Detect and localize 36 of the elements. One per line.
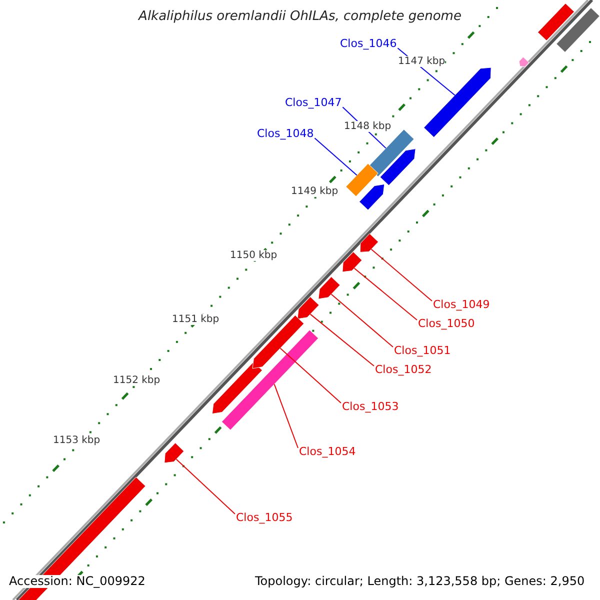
gene-label: Clos_1054	[299, 446, 356, 458]
scale-label: 1147 kbp	[398, 56, 446, 67]
gene-label: Clos_1052	[375, 364, 432, 376]
gene-feature	[360, 233, 379, 252]
scale-label: 1148 kbp	[344, 121, 392, 132]
gene-label: Clos_1047	[285, 97, 342, 110]
title: Alkaliphilus oremlandii OhILAs, complete genome	[137, 10, 462, 24]
genome-info-text: Topology: circular; Length: 3,123,558 bp; Genes: 2,950	[255, 575, 585, 588]
gene-bar	[346, 163, 378, 197]
gene-label: Clos_1046	[340, 38, 397, 50]
leader-line	[176, 458, 236, 514]
gene-label: Clos_1048	[257, 128, 314, 140]
gene-bar	[221, 330, 319, 430]
accession-text: Accession: NC_009922	[9, 575, 146, 588]
gene-feature	[318, 276, 340, 300]
leader-line	[310, 314, 374, 366]
gene-feature	[342, 252, 362, 272]
gene-label: Clos_1051	[394, 345, 451, 358]
gene-label: Clos_1049	[433, 299, 490, 312]
gene-label: Clos_1055	[236, 512, 293, 524]
gene-feature	[252, 315, 304, 369]
scale-label: 1153 kbp	[53, 435, 100, 446]
gene-feature	[164, 442, 184, 464]
leader-line	[354, 268, 418, 320]
leader-line	[330, 294, 394, 348]
leader-line	[314, 138, 358, 176]
gene-feature	[424, 67, 492, 138]
leader-line	[370, 248, 432, 302]
leader-line	[274, 384, 298, 448]
scale-label: 1151 kbp	[172, 314, 220, 325]
scale-label: 1152 kbp	[113, 375, 160, 386]
scale-label: 1150 kbp	[230, 250, 278, 261]
gene-label: Clos_1050	[418, 318, 475, 330]
gene-feature	[297, 296, 320, 320]
gene-label: Clos_1053	[342, 401, 399, 414]
leader-line	[280, 348, 342, 404]
